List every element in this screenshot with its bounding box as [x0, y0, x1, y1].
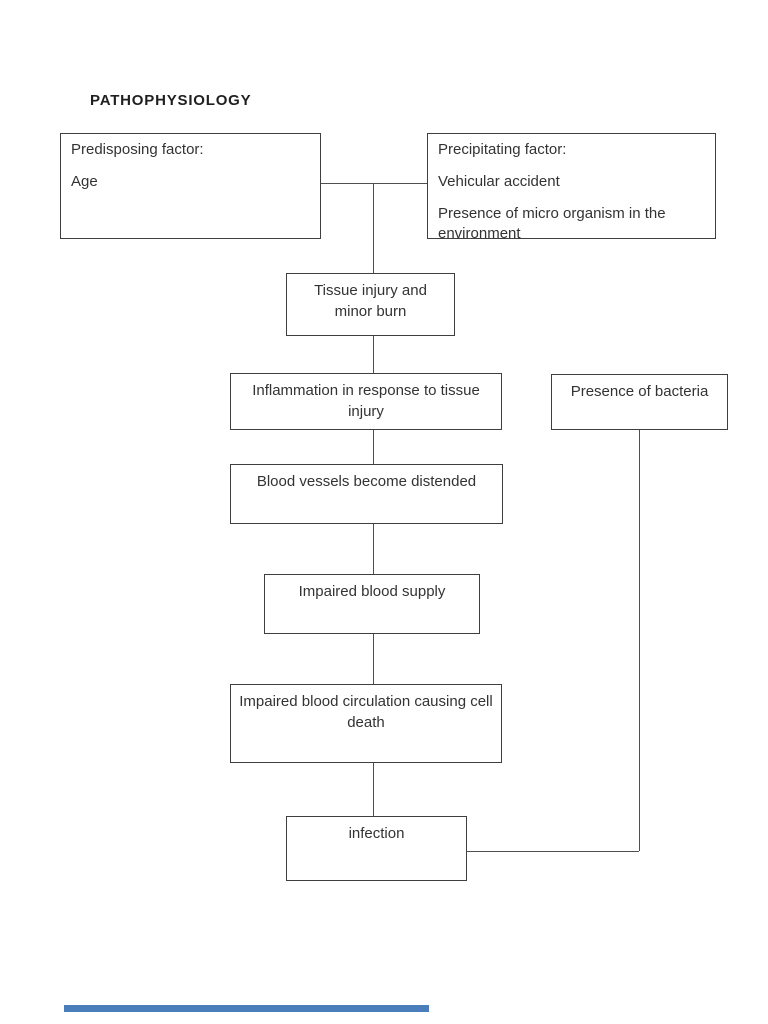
connector-supply-to-circulation — [373, 634, 374, 684]
inflammation-line2: injury — [348, 403, 384, 420]
connector-circulation-to-infection — [373, 763, 374, 816]
node-blood-vessels-distended: Blood vessels become distended — [230, 464, 503, 524]
connector-bacteria-vertical — [639, 430, 640, 851]
node-tissue-injury: Tissue injury and minor burn — [286, 273, 455, 336]
node-infection: infection — [286, 816, 467, 881]
connector-bacteria-to-infection — [467, 851, 639, 852]
precipitating-factor-item-microorganism-line1: Presence of micro organism in the — [438, 205, 666, 222]
precipitating-factor-item-accident: Vehicular accident — [438, 173, 560, 190]
node-impaired-blood-supply: Impaired blood supply — [264, 574, 480, 634]
tissue-injury-line1: Tissue injury and — [314, 282, 427, 299]
blood-vessels-label: Blood vessels become distended — [256, 473, 477, 490]
page-title: PATHOPHYSIOLOGY — [90, 92, 252, 109]
node-impaired-circulation: Impaired blood circulation causing cell … — [230, 684, 502, 763]
blue-divider-bar — [64, 1005, 429, 1012]
node-predisposing-factor: Predisposing factor: Age — [60, 133, 321, 239]
connector-inflammation-to-vessels — [373, 430, 374, 464]
impaired-blood-supply-label: Impaired blood supply — [298, 583, 446, 600]
impaired-circulation-line2: death — [347, 714, 385, 731]
node-inflammation: Inflammation in response to tissue injur… — [230, 373, 502, 430]
presence-of-bacteria-label: Presence of bacteria — [570, 383, 709, 400]
connector-between-factor-boxes — [321, 183, 427, 184]
precipitating-factor-heading: Precipitating factor: — [438, 141, 567, 158]
predisposing-factor-item-age: Age — [71, 173, 98, 190]
infection-label: infection — [348, 825, 405, 842]
connector-tissue-to-inflammation — [373, 336, 374, 373]
connector-factors-to-tissue-injury — [373, 183, 374, 273]
impaired-circulation-line1: Impaired blood circulation causing cell — [239, 693, 493, 710]
tissue-injury-line2: minor burn — [334, 303, 407, 320]
connector-vessels-to-supply — [373, 524, 374, 574]
precipitating-factor-item-microorganism-line2: environment — [438, 225, 521, 239]
node-presence-of-bacteria: Presence of bacteria — [551, 374, 728, 430]
node-precipitating-factor: Precipitating factor: Vehicular accident… — [427, 133, 716, 239]
predisposing-factor-heading: Predisposing factor: — [71, 141, 204, 158]
inflammation-line1: Inflammation in response to tissue — [252, 382, 480, 399]
